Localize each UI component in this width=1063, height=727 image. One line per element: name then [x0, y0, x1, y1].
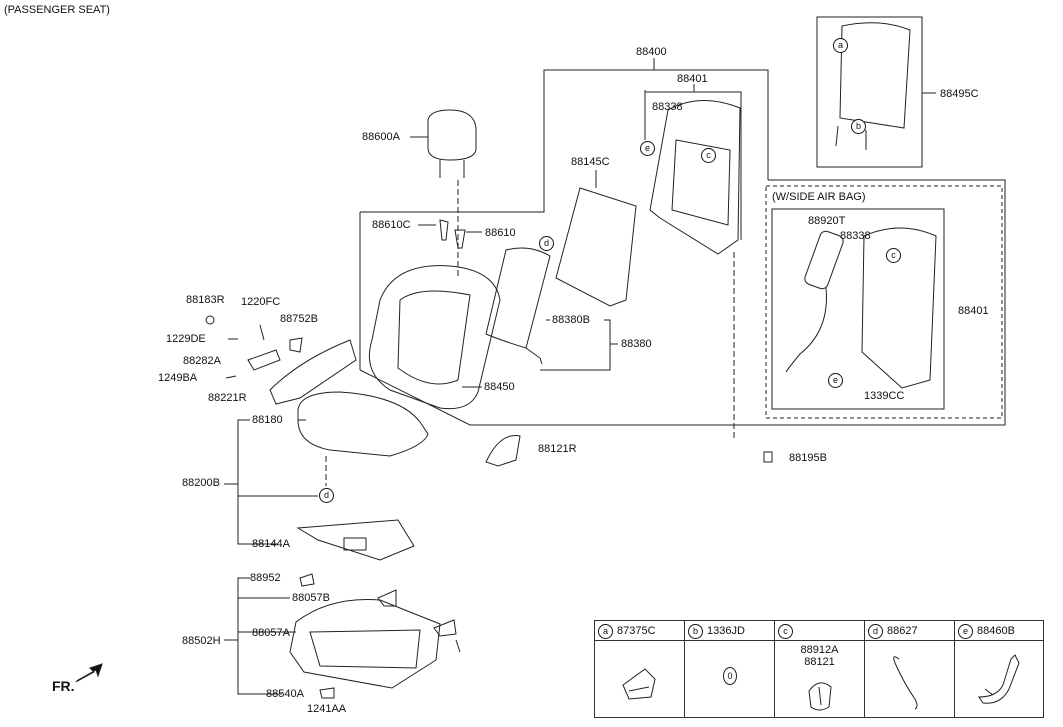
- diagram-title: (PASSENGER SEAT): [4, 4, 110, 16]
- label-1249BA[interactable]: 1249BA: [158, 372, 198, 384]
- callout-d-bottom: d: [319, 488, 334, 503]
- callout-d-top: d: [539, 236, 554, 251]
- legend-cell-a: a 87375C: [595, 621, 685, 718]
- legend-cell-d: d 88627: [865, 621, 955, 718]
- label-88338-side[interactable]: 88338: [840, 230, 871, 242]
- legend-head-b: b 1336JD: [685, 621, 774, 641]
- label-88195B[interactable]: 88195B: [789, 452, 827, 464]
- legend-part-a[interactable]: 87375C: [617, 625, 656, 637]
- label-88144A[interactable]: 88144A: [252, 538, 290, 550]
- legend-head-c: c: [775, 621, 864, 641]
- label-88610[interactable]: 88610: [485, 227, 516, 239]
- side-airbag-frame-drawing: [861, 227, 937, 389]
- clip-87375C-icon: [622, 668, 656, 700]
- legend-head-e: e 88460B: [955, 621, 1044, 641]
- label-88540A[interactable]: 88540A: [266, 688, 304, 700]
- bracket-88460B-icon: [978, 654, 1020, 704]
- legend-cell-c: c 88912A 88121: [775, 621, 865, 718]
- label-88380B[interactable]: 88380B: [552, 314, 590, 326]
- callout-e-side: e: [828, 373, 843, 388]
- legend-part-b[interactable]: 1336JD: [707, 625, 745, 637]
- label-88221R[interactable]: 88221R: [208, 392, 247, 404]
- callout-a: a: [833, 38, 848, 53]
- label-88180[interactable]: 88180: [252, 414, 283, 426]
- legend-cell-b: b 1336JD 0: [685, 621, 775, 718]
- side-airbag-box: [765, 185, 1003, 419]
- bolt-88195B-drawing: [763, 451, 773, 463]
- back-panel-drawing: [555, 187, 637, 307]
- legend-part-c2[interactable]: 88121: [804, 656, 835, 668]
- label-88450[interactable]: 88450: [484, 381, 515, 393]
- label-88600A[interactable]: 88600A: [362, 131, 400, 143]
- label-88400[interactable]: 88400: [636, 46, 667, 58]
- legend-head-d: d 88627: [865, 621, 954, 641]
- label-1339CC[interactable]: 1339CC: [864, 390, 905, 402]
- legend-letter-e: e: [958, 624, 973, 639]
- legend-part-d[interactable]: 88627: [887, 625, 918, 637]
- legend-letter-b: b: [688, 624, 703, 639]
- label-88495C[interactable]: 88495C: [940, 88, 979, 100]
- label-88380[interactable]: 88380: [621, 338, 652, 350]
- legend-part-c1[interactable]: 88912A: [800, 644, 839, 656]
- label-88952[interactable]: 88952: [250, 572, 281, 584]
- front-direction-label: FR.: [52, 678, 75, 694]
- callout-e-top: e: [640, 141, 655, 156]
- lumbar-pad-drawing: [485, 247, 551, 349]
- label-88057B[interactable]: 88057B: [292, 592, 330, 604]
- seat-cushion-drawing: [297, 391, 429, 457]
- recliner-cover-drawing: [269, 339, 357, 405]
- clip-88912A-icon: [808, 682, 832, 711]
- label-88401[interactable]: 88401: [677, 73, 708, 85]
- seat-track-drawing: [289, 599, 441, 689]
- label-1229DE[interactable]: 1229DE: [166, 333, 206, 345]
- label-88200B[interactable]: 88200B: [182, 477, 220, 489]
- rear-cover-drawing: [839, 22, 911, 129]
- front-arrow: [75, 663, 103, 683]
- side-airbag-caption: (W/SIDE AIR BAG): [772, 191, 866, 203]
- seat-mat-drawing: [296, 519, 415, 561]
- label-1241AA[interactable]: 1241AA: [307, 703, 347, 715]
- label-88282A[interactable]: 88282A: [183, 355, 221, 367]
- seatback-frame-drawing: [649, 99, 741, 255]
- label-1220FC[interactable]: 1220FC: [241, 296, 281, 308]
- label-88920T[interactable]: 88920T: [808, 215, 846, 227]
- label-88401-side[interactable]: 88401: [958, 305, 989, 317]
- legend-letter-d: d: [868, 624, 883, 639]
- bracket-88400: [360, 69, 769, 213]
- grommet-1336JD-icon: 0: [723, 667, 737, 685]
- legend-letter-a: a: [598, 624, 613, 639]
- legend-cell-e: e 88460B: [955, 621, 1044, 718]
- legend-part-e[interactable]: 88460B: [977, 625, 1015, 637]
- label-88057A[interactable]: 88057A: [252, 627, 290, 639]
- callout-b: b: [851, 119, 866, 134]
- seatback-drawing: [368, 265, 501, 410]
- headrest-drawing: [427, 109, 477, 161]
- label-88121R[interactable]: 88121R: [538, 443, 577, 455]
- label-88610C[interactable]: 88610C: [372, 219, 411, 231]
- label-88338[interactable]: 88338: [652, 101, 683, 113]
- legend-head-a: a 87375C: [595, 621, 684, 641]
- label-88752B[interactable]: 88752B: [280, 313, 318, 325]
- parts-legend-table: a 87375C b 1336JD 0 c 88912A 88121: [594, 620, 1044, 718]
- callout-c-top: c: [701, 148, 716, 163]
- cover-88121R-drawing: [485, 435, 521, 467]
- wire-hook-88627-icon: [893, 656, 918, 710]
- label-88502H[interactable]: 88502H: [182, 635, 221, 647]
- legend-letter-c: c: [778, 624, 793, 639]
- label-88145C[interactable]: 88145C: [571, 156, 610, 168]
- label-88183R[interactable]: 88183R: [186, 294, 225, 306]
- callout-c-side: c: [886, 248, 901, 263]
